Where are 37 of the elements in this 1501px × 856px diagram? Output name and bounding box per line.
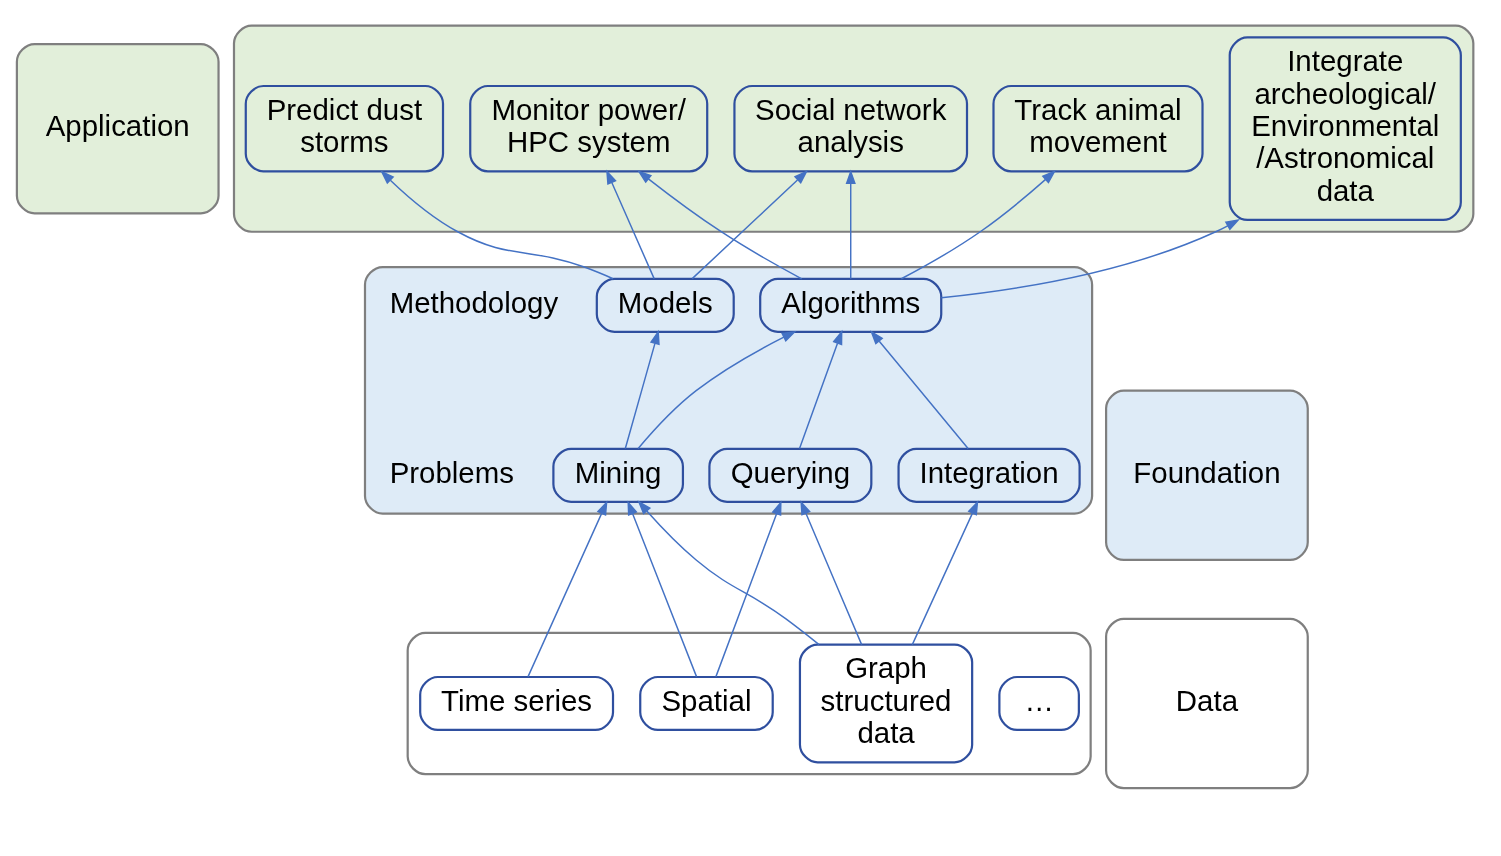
- cluster: [406, 631, 1092, 776]
- arrow: [900, 170, 1056, 280]
- label: Methodology: [389, 285, 558, 319]
- node-box: Querying: [707, 447, 872, 503]
- arrow: [526, 500, 607, 678]
- arrow: [911, 500, 978, 646]
- arrow: [636, 330, 796, 450]
- arrow: [626, 500, 697, 678]
- arrow: [605, 169, 655, 280]
- node-box: Track animal movement: [991, 84, 1204, 173]
- node-box: Application: [15, 42, 220, 215]
- node-box: …: [997, 675, 1080, 732]
- arrow: [799, 500, 862, 646]
- arrow: [624, 329, 660, 450]
- node-box: Graph structured data: [798, 643, 973, 764]
- node-box: Integrate archeological/ Environmental /Astronomical data: [1228, 36, 1462, 222]
- node-box: Mining: [551, 447, 684, 503]
- node-box: Foundation: [1104, 389, 1309, 562]
- arrow: [940, 218, 1240, 299]
- arrow: [714, 500, 782, 678]
- label: Problems: [389, 455, 514, 489]
- node-box: Monitor power/ HPC system: [468, 84, 708, 173]
- node-box: Algorithms: [758, 277, 942, 333]
- node-box: Models: [595, 277, 735, 333]
- node-box: Spatial: [638, 675, 774, 732]
- arrow: [869, 330, 969, 450]
- arrow: [691, 170, 808, 280]
- node-box: Integration: [896, 447, 1081, 503]
- node-box: Social network analysis: [732, 84, 968, 173]
- arrow: [636, 500, 820, 646]
- arrow: [845, 169, 856, 280]
- node-box: Predict dust storms: [244, 84, 444, 173]
- arrow: [379, 170, 614, 280]
- node-box: Data: [1104, 617, 1309, 790]
- arrow: [636, 170, 802, 280]
- node-box: Time series: [418, 675, 614, 732]
- arrow: [798, 329, 842, 450]
